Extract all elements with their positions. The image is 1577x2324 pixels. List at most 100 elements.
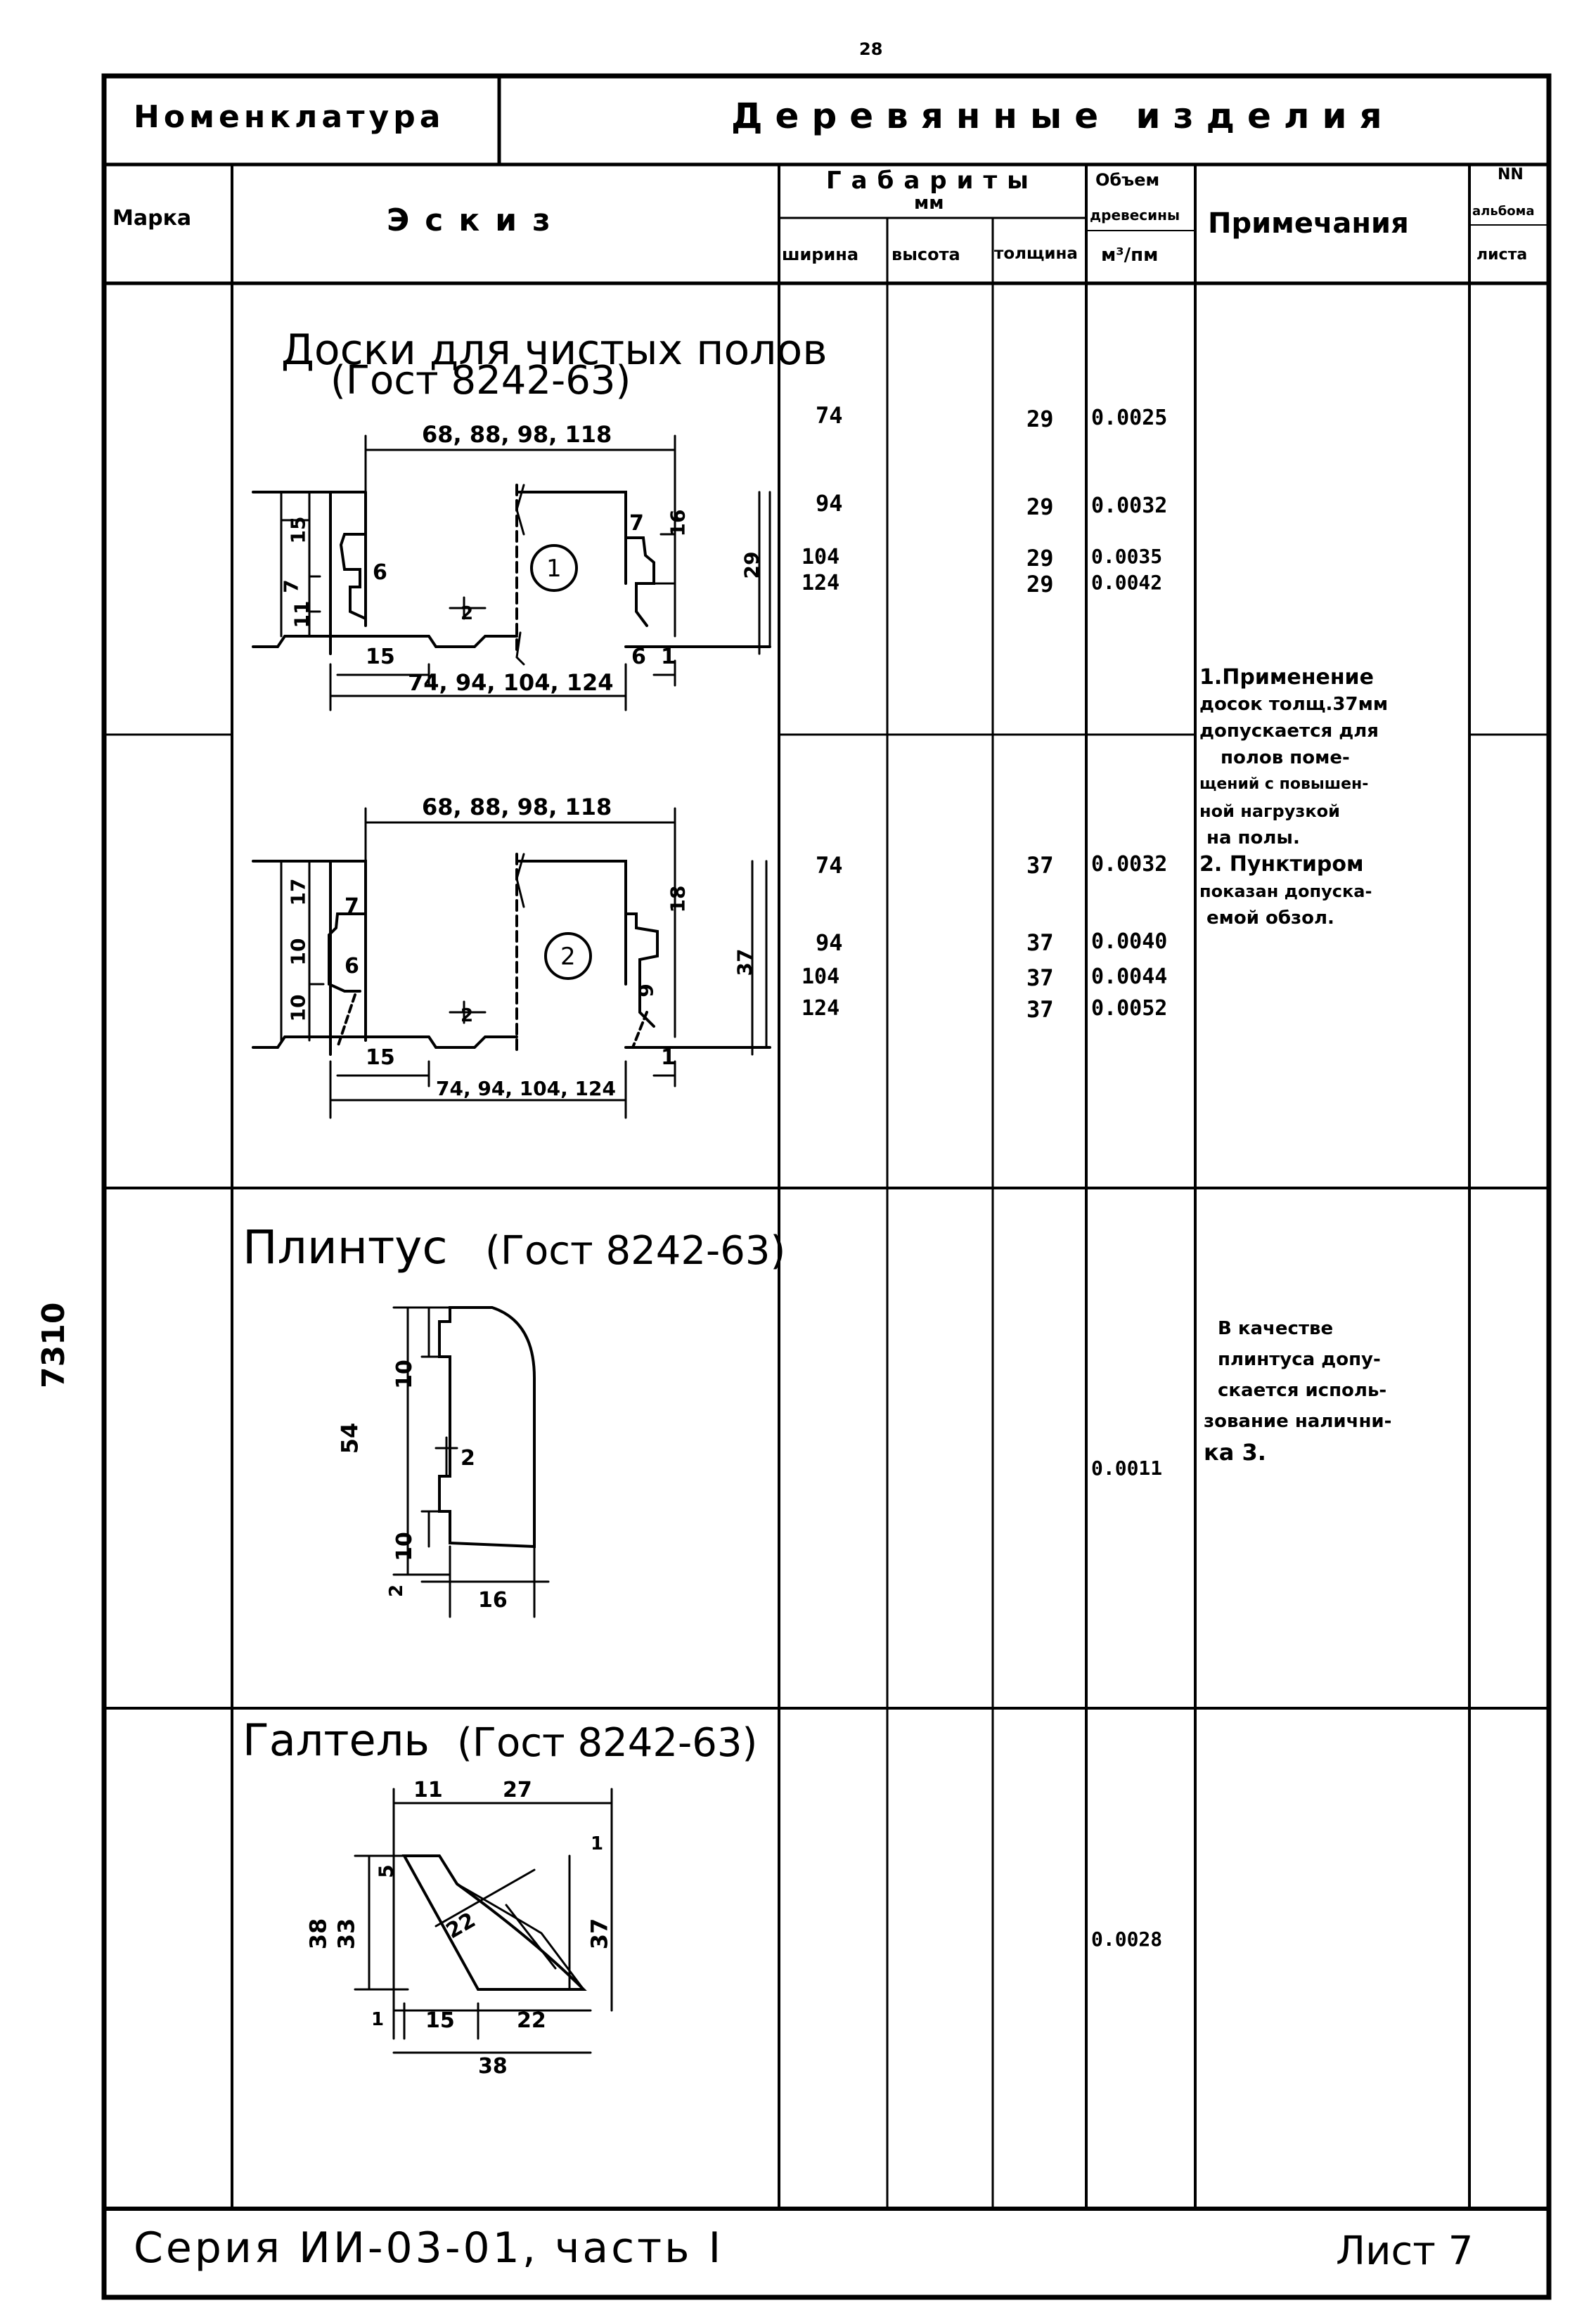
fillet-dim-15: 15 [425, 2008, 455, 2033]
board1-row2-width: 94 [816, 490, 843, 517]
fillet-standard: (Гост 8242-63) [457, 1720, 758, 1766]
board1-row4-width: 124 [802, 571, 840, 595]
col-volume-2: древесины [1090, 207, 1180, 224]
plinth-note-line: ка 3. [1204, 1439, 1266, 1466]
page-title: Деревянные изделия [731, 96, 1395, 136]
plinth-note-line: плинтуса допу- [1218, 1349, 1381, 1370]
boards-note-line: показан допуска- [1199, 882, 1372, 901]
board1-dim-7: 7 [629, 511, 644, 536]
plinth-title: Плинтус [243, 1220, 448, 1274]
side-stamp: 7310 [36, 1302, 72, 1388]
footer-sheet: Лист 7 [1336, 2228, 1474, 2274]
board-1-sketch [252, 434, 771, 711]
plinth-volume: 0.0011 [1091, 1457, 1163, 1480]
fillet-dim-22b: 22 [517, 2008, 546, 2033]
board1-dim-left-7: 7 [279, 579, 303, 593]
board2-dim-bottom: 74, 94, 104, 124 [436, 1077, 616, 1100]
board1-row1-width: 74 [816, 402, 843, 429]
boards-note-line: 1.Применение [1199, 665, 1374, 690]
board1-row2-volume: 0.0032 [1091, 493, 1168, 518]
board1-dim-16: 16 [666, 509, 690, 537]
fillet-dim-38b: 38 [478, 2054, 508, 2079]
col-width: ширина [782, 245, 859, 264]
board2-row2-width: 94 [816, 929, 843, 956]
board1-dim-1: 1 [661, 645, 676, 669]
board2-row4-thickness: 37 [1026, 996, 1054, 1023]
col-dimensions-unit: мм [914, 193, 944, 214]
plinth-standard: (Гост 8242-63) [485, 1228, 786, 1274]
boards-standard: (Гост 8242-63) [330, 358, 631, 404]
fillet-dim-37: 37 [586, 1918, 613, 1950]
col-notes: Примечания [1208, 207, 1409, 240]
plinth-note-line: скается исполь- [1218, 1380, 1387, 1401]
board1-dim-2: 2 [461, 603, 474, 624]
board1-row3-thickness: 29 [1026, 545, 1054, 572]
boards-note-line: щений с повышен- [1199, 775, 1369, 793]
boards-title: Доски для чистых полов [281, 325, 828, 375]
fillet-dim-1b: 1 [371, 2009, 385, 2030]
board1-dim-15: 15 [366, 645, 395, 669]
board2-row1-width: 74 [816, 852, 843, 879]
board1-dim-29: 29 [740, 551, 764, 579]
plinth-note-line: зование налични- [1204, 1411, 1392, 1432]
board1-dim-left-11: 11 [290, 600, 314, 628]
boards-note-line: на полы. [1206, 827, 1300, 848]
col-sketch: Эскиз [387, 202, 566, 238]
col-album-1: NN [1498, 166, 1524, 183]
plinth-sketch [392, 1306, 550, 1618]
plinth-note-line: В качестве [1218, 1318, 1334, 1339]
boards-notes: 1.Применение досок толщ.37мм допускается… [1199, 664, 1388, 931]
board2-row4-volume: 0.0052 [1091, 996, 1168, 1021]
page-number: 28 [859, 39, 883, 59]
col-thickness: толщина [994, 245, 1078, 263]
col-mark: Марка [112, 206, 192, 231]
col-volume-unit: м³/пм [1101, 245, 1159, 266]
board1-row3-width: 104 [802, 545, 840, 569]
board2-dim-9: 9 [634, 983, 658, 998]
board2-dim-37: 37 [733, 948, 757, 976]
boards-note-line: емой обзол. [1206, 908, 1334, 929]
board2-row4-width: 124 [802, 996, 840, 1021]
board2-dim-1: 1 [661, 1045, 676, 1070]
footer-series: Серия ИИ-03-01, часть I [134, 2223, 724, 2273]
board2-dim-17: 17 [286, 878, 310, 906]
boards-note-line: ной нагрузкой [1199, 801, 1340, 821]
board2-row2-volume: 0.0040 [1091, 929, 1168, 954]
col-volume-1: Объем [1095, 170, 1160, 190]
board2-row3-volume: 0.0044 [1091, 964, 1168, 989]
board2-dim-10: 10 [286, 938, 310, 966]
board1-dim-6b: 6 [631, 645, 646, 669]
board1-row4-thickness: 29 [1026, 571, 1054, 598]
board1-marker: 1 [546, 555, 562, 583]
board2-marker: 2 [560, 943, 576, 971]
board2-dim-18: 18 [666, 885, 690, 913]
board2-dim-6: 6 [345, 954, 359, 979]
fillet-dim-38: 38 [304, 1918, 332, 1950]
plinth-dim-16: 16 [478, 1588, 508, 1613]
board-2-sketch [252, 807, 771, 1119]
board1-row4-volume: 0.0042 [1091, 571, 1163, 594]
fillet-dim-11: 11 [413, 1778, 443, 1802]
board2-row3-thickness: 37 [1026, 964, 1054, 991]
board2-dim-top: 68, 88, 98, 118 [422, 794, 612, 820]
board1-dim-top: 68, 88, 98, 118 [422, 421, 612, 448]
fillet-dim-5: 5 [374, 1864, 398, 1878]
board2-dim-7: 7 [345, 894, 359, 919]
fillet-sketch [354, 1788, 613, 2054]
board2-row1-thickness: 37 [1026, 852, 1054, 879]
board2-dim-15: 15 [366, 1045, 395, 1070]
boards-note-line: допускается для [1199, 721, 1379, 742]
board1-row1-thickness: 29 [1026, 406, 1054, 432]
board2-row2-thickness: 37 [1026, 929, 1054, 956]
board2-row3-width: 104 [802, 964, 840, 989]
board1-row3-volume: 0.0035 [1091, 545, 1163, 568]
boards-note-line: 2. Пунктиром [1199, 852, 1364, 877]
fillet-dim-1: 1 [591, 1833, 604, 1854]
board1-row1-volume: 0.0025 [1091, 406, 1168, 430]
board1-dim-6: 6 [373, 560, 387, 585]
plinth-dim-2b: 2 [386, 1584, 408, 1598]
col-dimensions: Габариты [826, 167, 1038, 195]
nomenclature-label: Номенклатура [134, 99, 445, 135]
fillet-dim-33: 33 [333, 1918, 360, 1950]
